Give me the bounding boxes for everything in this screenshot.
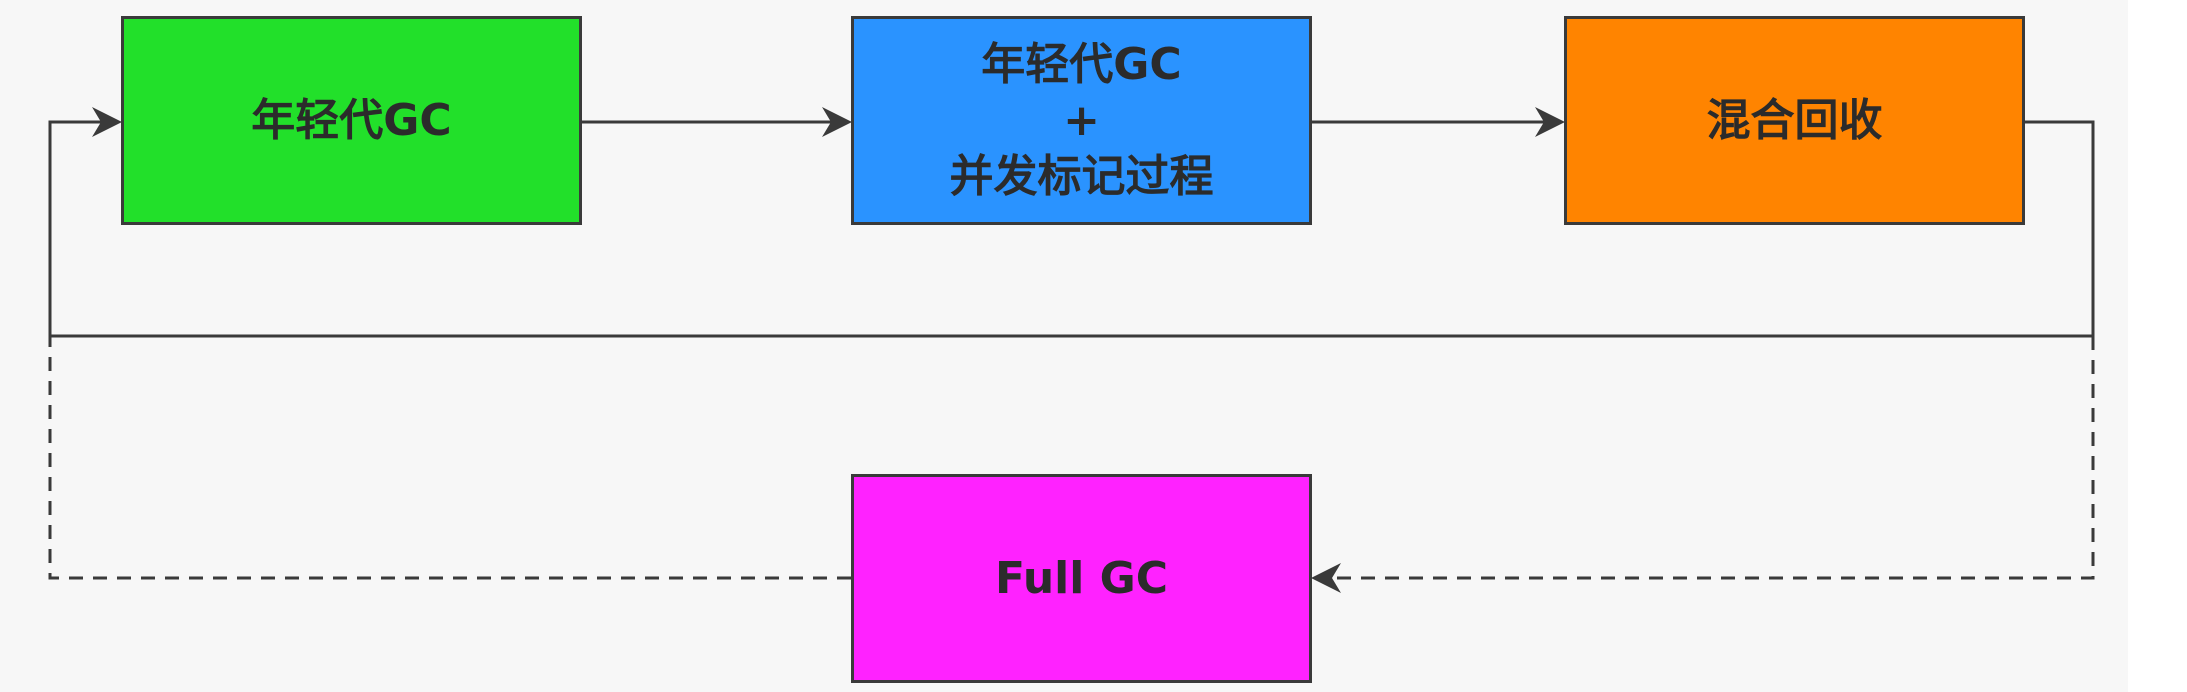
young-gc-box: 年轻代GC bbox=[121, 16, 582, 225]
mark-box-line-2: + bbox=[1063, 94, 1100, 146]
dashed-to-full-gc bbox=[1311, 336, 2095, 593]
dashed-full-gc-to-left bbox=[48, 336, 851, 580]
background-strip bbox=[2128, 0, 2187, 692]
young-gc-label: 年轻代GC bbox=[251, 94, 452, 146]
loop-mixed-to-young bbox=[48, 107, 2095, 338]
full-gc-box: Full GC bbox=[851, 474, 1312, 683]
young-gc-concurrent-mark-box: 年轻代GC + 并发标记过程 bbox=[851, 16, 1312, 225]
mixed-collection-box: 混合回收 bbox=[1564, 16, 2025, 225]
mark-box-line-1: 年轻代GC bbox=[981, 38, 1182, 90]
mark-box-line-3: 并发标记过程 bbox=[949, 150, 1214, 202]
mixed-collection-label: 混合回收 bbox=[1706, 94, 1883, 146]
full-gc-label: Full GC bbox=[994, 552, 1169, 604]
